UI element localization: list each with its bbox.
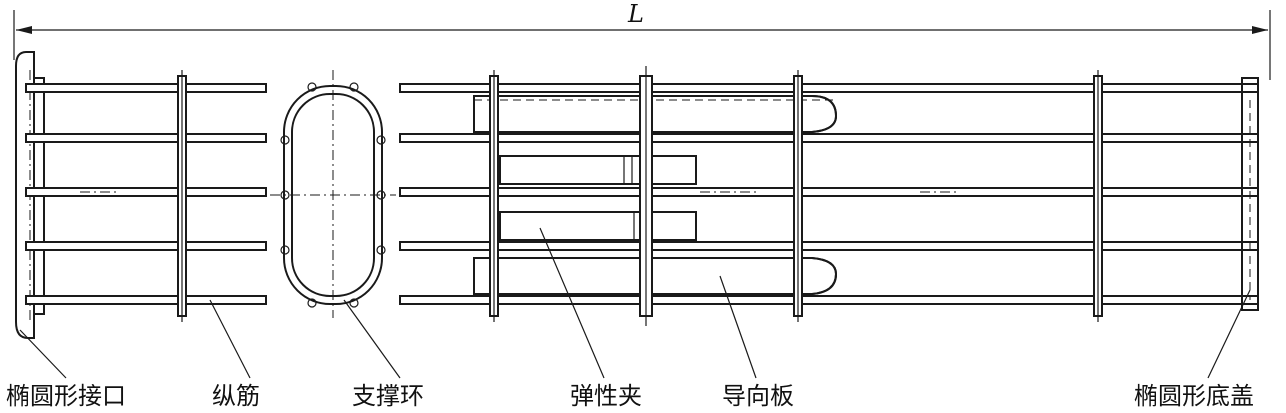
label-longitudinal-rib: 纵筋	[212, 382, 260, 410]
ellipse-bottom-cover	[1241, 77, 1259, 311]
label-ellipse-interface: 椭圆形接口	[6, 382, 126, 410]
dimension-L: L	[13, 0, 1271, 80]
label-ellipse-bottom-cover: 椭圆形底盖	[1134, 382, 1254, 410]
label-spring-clip: 弹性夹	[570, 382, 642, 410]
right-cage-section	[399, 66, 1259, 326]
vertical-bars	[489, 66, 1103, 326]
dimension-label: L	[627, 0, 644, 28]
label-support-ring: 支撑环	[352, 382, 424, 410]
label-guide-plate: 导向板	[722, 382, 794, 410]
right-rods	[399, 83, 1259, 305]
spring-clips	[499, 155, 697, 241]
support-ring	[270, 70, 396, 318]
left-cage-section	[15, 51, 267, 339]
left-rods	[25, 83, 267, 305]
leader-lines	[19, 227, 1251, 379]
part-labels: 椭圆形接口 纵筋 支撑环 弹性夹 导向板 椭圆形底盖	[6, 382, 1254, 410]
